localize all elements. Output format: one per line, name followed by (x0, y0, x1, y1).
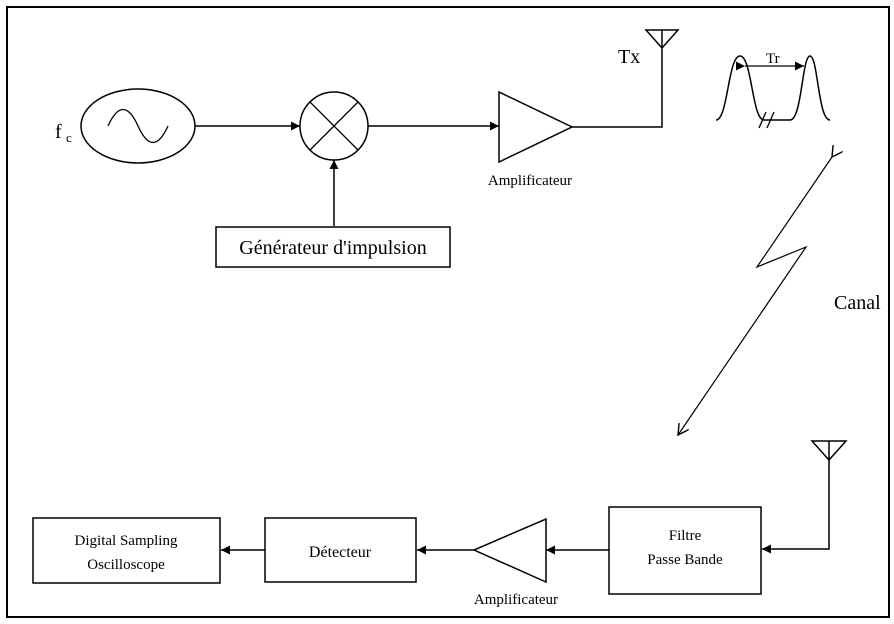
tr-label: Tr (766, 51, 780, 67)
detector-label: Détecteur (309, 544, 372, 561)
filter-label-line2: Passe Bande (647, 552, 723, 568)
filter-label-line1: Filtre (669, 528, 702, 544)
mixer (299, 91, 369, 161)
oscilloscope-label-line2: Oscilloscope (87, 557, 165, 573)
antenna-icon (810, 440, 848, 462)
tx-amplifier: Amplificateur (488, 90, 574, 189)
lightning-link-icon (678, 157, 832, 435)
bandpass-filter-box (608, 506, 762, 595)
oscillator (80, 88, 196, 164)
detector-box (264, 517, 417, 583)
carrier-frequency-label: f c (55, 121, 72, 145)
oscilloscope-block: Digital Sampling Oscilloscope (32, 517, 221, 584)
amplifier-to-antenna-wire (572, 48, 663, 128)
detector-block: Détecteur (264, 517, 417, 583)
tx-amplifier-triangle (498, 90, 574, 164)
pulse-train-icon: Tr (715, 51, 831, 129)
rx-amplifier-triangle (472, 517, 547, 584)
diagram-frame (6, 6, 890, 618)
pulse-generator-block: Générateur d'impulsion (215, 226, 451, 268)
mixer-cross-icon (309, 101, 359, 151)
pulse-generator-label: Générateur d'impulsion (239, 237, 426, 259)
oscilloscope-label-line1: Digital Sampling (75, 533, 178, 549)
antenna-icon (644, 29, 680, 50)
channel-label: Canal (834, 292, 881, 314)
tx-amplifier-label: Amplificateur (488, 173, 572, 189)
oscilloscope-box (32, 517, 221, 584)
antenna-to-filter-arrow (762, 460, 830, 554)
sine-wave-icon (107, 108, 169, 144)
fc-label: f (55, 121, 62, 143)
tx-label: Tx (618, 46, 640, 68)
fc-subscript: c (66, 130, 72, 145)
pulse-generator-box (215, 226, 451, 268)
bandpass-filter-block: Filtre Passe Bande (608, 506, 762, 595)
rx-amplifier: Amplificateur (472, 517, 558, 608)
rx-amplifier-label: Amplificateur (474, 592, 558, 608)
